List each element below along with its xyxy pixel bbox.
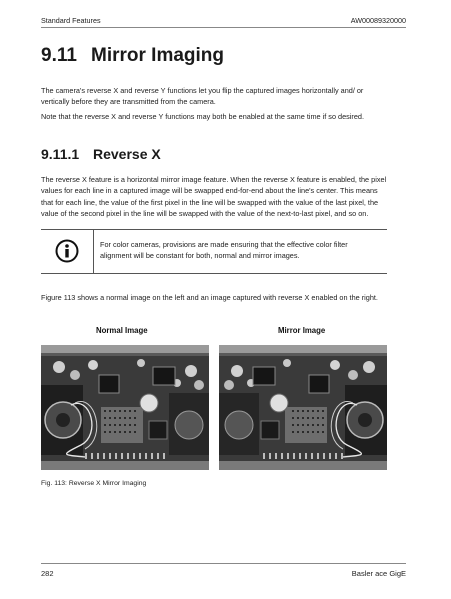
- mirror-image-label: Mirror Image: [278, 326, 326, 335]
- section-paragraph-2: Note that the reverse X and reverse Y fu…: [41, 112, 365, 121]
- footer-page-number: 282: [41, 569, 54, 578]
- circuit-board-image: [41, 345, 209, 470]
- header-chapter: Standard Features: [41, 16, 101, 25]
- note-icon-cell: [41, 230, 94, 273]
- figure-intro: Figure 113 shows a normal image on the l…: [41, 293, 378, 302]
- subsection-title: Reverse X: [93, 146, 161, 162]
- figure-caption: Fig. 113: Reverse X Mirror Imaging: [41, 480, 147, 487]
- footer-product-name: Basler ace GigE: [351, 569, 406, 578]
- note-text: For color cameras, provisions are made e…: [100, 240, 348, 261]
- subsection-number: 9.11.1: [41, 146, 80, 162]
- section-paragraph-1: The camera's reverse X and reverse Y fun…: [41, 86, 364, 107]
- header-doc-number: AW00089320000: [350, 16, 406, 25]
- header-rule: [41, 27, 406, 28]
- subsection-heading: 9.11.1 Reverse X: [41, 146, 161, 162]
- normal-image-label: Normal Image: [96, 326, 148, 335]
- mirror-image: [219, 345, 387, 470]
- section-number: 9.11: [41, 45, 77, 66]
- section-title: Mirror Imaging: [91, 45, 225, 66]
- circuit-board-mirrored-image: [219, 345, 387, 470]
- note-box: For color cameras, provisions are made e…: [41, 229, 387, 274]
- info-icon: [55, 239, 79, 263]
- normal-image: [41, 345, 209, 470]
- section-heading: 9.11 Mirror Imaging: [41, 45, 224, 67]
- subsection-paragraph: The reverse X feature is a horizontal mi…: [41, 175, 387, 219]
- footer-rule: [41, 563, 406, 564]
